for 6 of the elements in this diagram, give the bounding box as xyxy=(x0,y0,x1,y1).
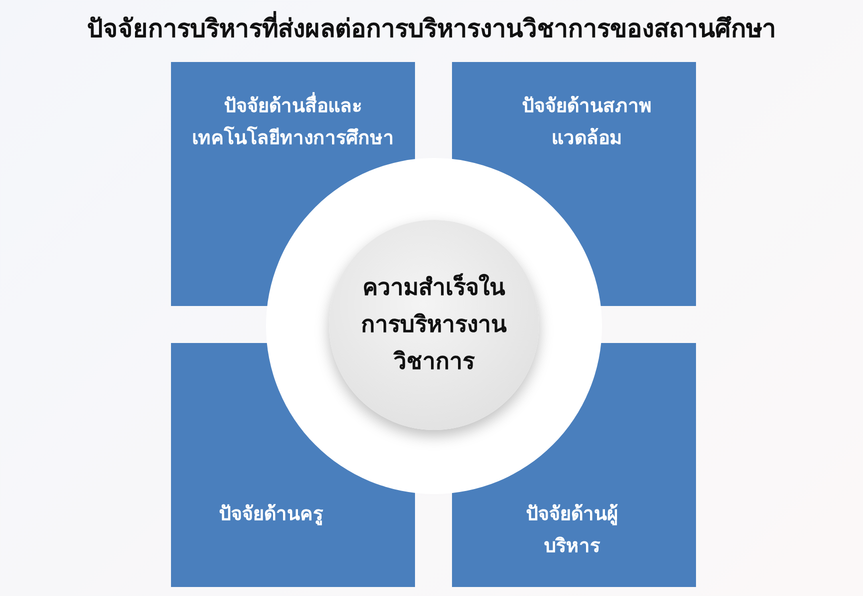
factor-label: ปัจจัยด้านสภาพแวดล้อม xyxy=(521,94,653,151)
factor-label: ปัจจัยด้านครู xyxy=(218,502,324,528)
diagram-title: ปัจจัยการบริหารที่ส่งผลต่อการบริหารงานวิชาการของสถานศึกษา xyxy=(0,8,863,48)
center-label: ความสำเร็จในการบริหารงานวิชาการ xyxy=(360,272,508,376)
factor-label: ปัจจัยด้านสื่อและเทคโนโลยีทางการศึกษา xyxy=(191,90,395,154)
factor-label: ปัจจัยด้านผู้บริหาร xyxy=(525,502,619,559)
